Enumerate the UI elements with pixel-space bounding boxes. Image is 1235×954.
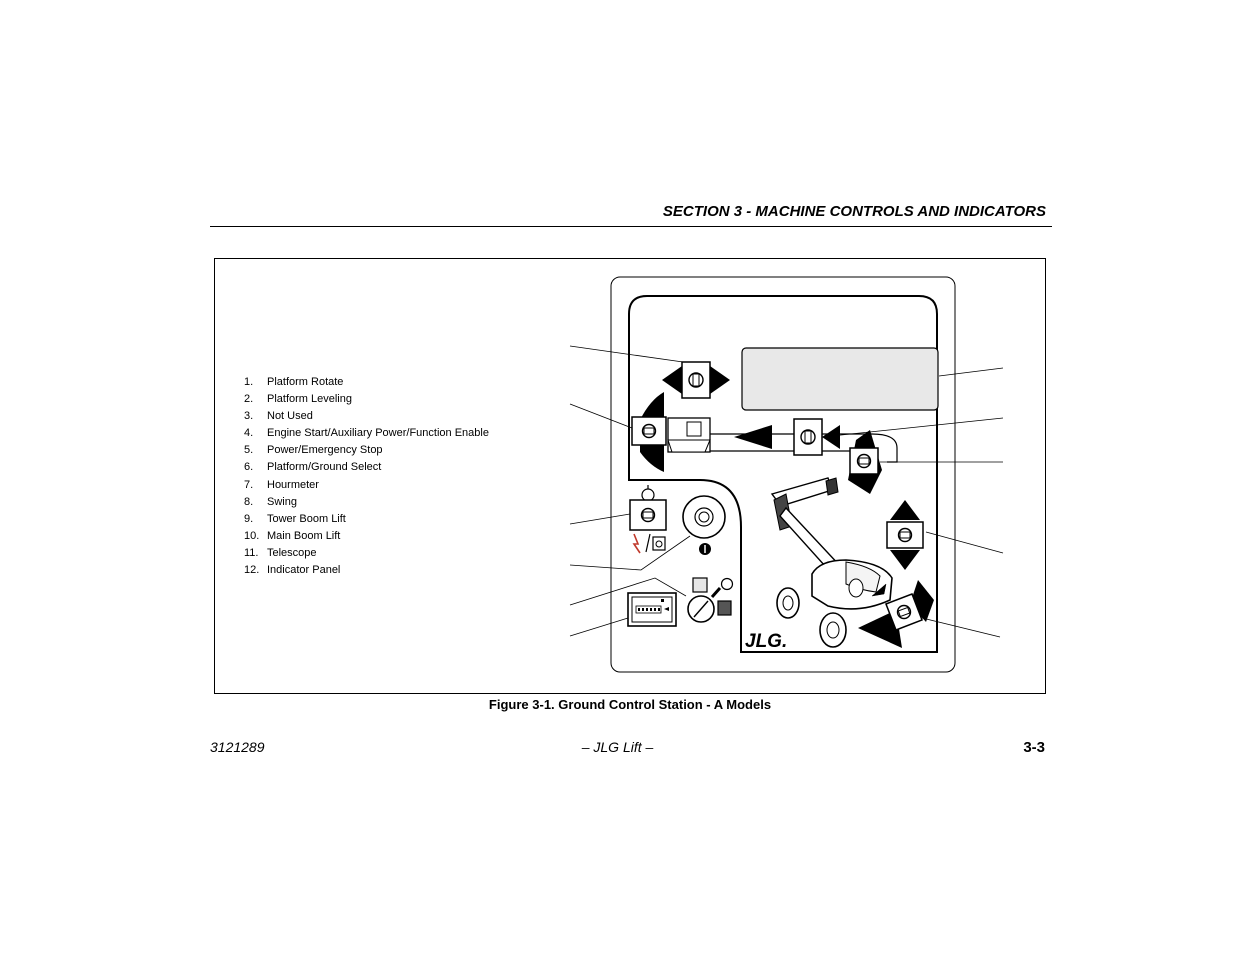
legend-item: 5.Power/Emergency Stop — [244, 444, 383, 457]
legend-item: 11.Telescope — [244, 546, 317, 559]
platform-ground-select-switch — [687, 577, 734, 623]
legend-item: 8.Swing — [244, 495, 297, 508]
callout-lines — [569, 345, 1004, 638]
boom-lift-illustration — [770, 477, 893, 648]
doc-number: 3121289 — [210, 739, 265, 755]
tower-boom-lift-switch — [886, 500, 924, 570]
legend-item: 2.Platform Leveling — [244, 393, 352, 406]
header-rule — [210, 226, 1052, 227]
hourmeter — [627, 592, 677, 627]
swing-arrow — [734, 425, 772, 449]
platform-rotate-switch — [662, 361, 730, 399]
not-used-block — [667, 417, 711, 453]
engine-start-switch — [629, 485, 667, 554]
platform-boom — [700, 433, 898, 463]
footer-title: – JLG Lift – — [581, 739, 654, 755]
figure-caption: Figure 3-1. Ground Control Station - A M… — [488, 697, 772, 712]
section-title: SECTION 3 - MACHINE CONTROLS AND INDICAT… — [662, 203, 1046, 220]
outer-plate — [610, 276, 956, 673]
legend-item: 12.Indicator Panel — [244, 564, 341, 577]
legend-item: 4.Engine Start/Auxiliary Power/Function … — [244, 427, 489, 440]
page-number: 3-3 — [1023, 739, 1045, 756]
emergency-stop-button — [682, 495, 726, 555]
legend-item: 7.Hourmeter — [244, 478, 319, 491]
figure-frame — [214, 258, 1046, 694]
platform-leveling-switch — [631, 392, 667, 472]
legend-item: 10.Main Boom Lift — [244, 529, 341, 542]
legend-item: 3.Not Used — [244, 410, 313, 423]
main-boom-lift-switch — [848, 430, 882, 494]
jlg-logo: JLG. — [745, 631, 787, 652]
legend-list: 1.Platform Rotate 2.Platform Leveling 3.… — [244, 374, 489, 579]
telescope-switch — [858, 580, 934, 648]
legend-item: 9.Tower Boom Lift — [244, 512, 346, 525]
inner-panel-outline — [628, 295, 938, 653]
indicator-panel — [741, 347, 939, 411]
legend-item: 6.Platform/Ground Select — [244, 461, 382, 474]
swing-switch — [793, 418, 840, 456]
legend-item: 1.Platform Rotate — [244, 376, 344, 388]
